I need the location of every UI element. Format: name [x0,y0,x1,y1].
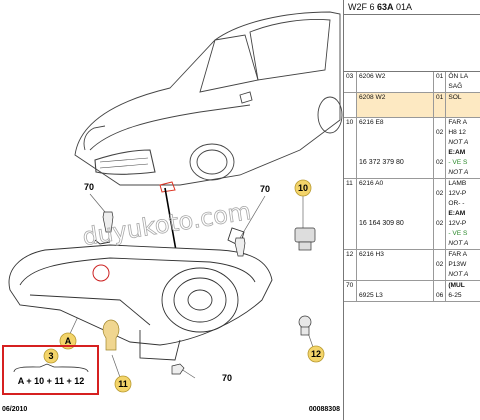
parts-diagram: A 10 11 12 70 70 70 duyukoto.com 3 A + 1… [2,11,343,413]
label-10: 10 [298,183,308,193]
label-3: 3 [48,351,53,361]
label-70-bottom: 70 [222,373,232,383]
car-illustration [74,11,343,193]
label-70-right: 70 [260,184,270,194]
callout-12 [307,345,325,363]
bulb-12 [298,315,312,336]
table-row[interactable]: 70(MUL [344,280,465,291]
bulb-11 [102,319,120,351]
table-row[interactable]: OR- - [344,199,480,209]
table-row[interactable]: SAĞ [344,82,480,93]
header-suffix: 01A [393,2,413,12]
brace [13,363,89,373]
kit-formula: A + 10 + 11 + 12 [18,376,84,386]
fog-lamp-housing [8,227,273,361]
table-row[interactable]: NOT A [344,138,480,148]
kit-box [2,345,99,395]
callout-11 [114,375,132,393]
table-row[interactable]: NOT A [344,270,480,281]
footer-code: 00088308 [309,406,340,413]
label-12: 12 [311,349,321,359]
panel-divider [343,0,344,420]
header-code: W2F 6 [348,2,378,12]
label-70-left: 70 [84,182,94,192]
label-11: 11 [118,379,128,389]
table-row[interactable]: E:AM [344,209,480,219]
table-row[interactable]: NOT A [344,168,480,179]
screw-70-left [102,211,246,375]
table-row[interactable]: NOT A [344,239,480,250]
footer-date: 06/2010 [2,406,27,413]
table-row[interactable]: - VE S [344,229,480,239]
callout-3 [43,348,59,364]
label-a: A [65,336,72,346]
table-row[interactable]: E:AM [344,148,480,158]
panel-blank [344,15,480,72]
watermark: duyukoto.com [81,197,253,251]
panel-header: W2F 6 63A 01A [344,0,480,15]
bulb-10 [294,227,316,251]
header-bold: 63A [377,2,394,12]
callout-10 [294,179,312,197]
